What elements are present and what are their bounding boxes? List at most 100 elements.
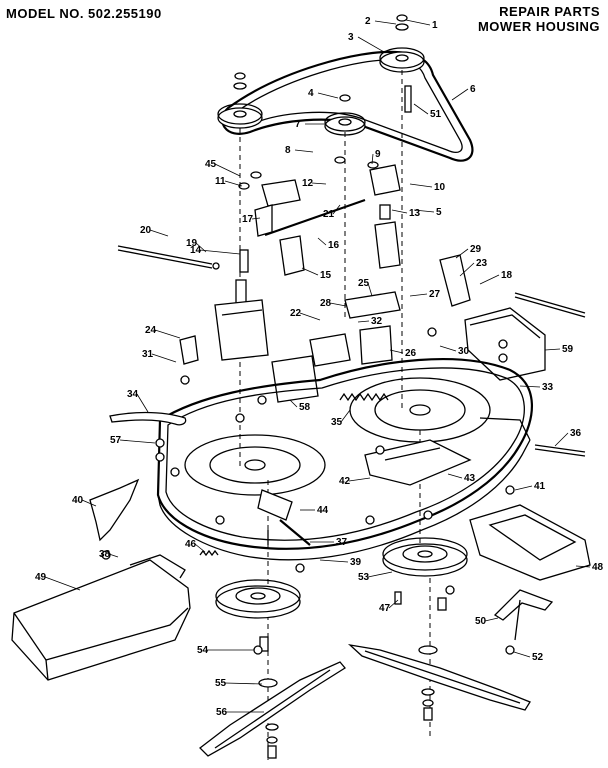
callout-leader-35 — [340, 409, 351, 423]
callout-leader-6 — [451, 88, 469, 101]
callout-19: 19 — [186, 238, 198, 249]
callout-leader-58 — [289, 399, 298, 408]
callout-6: 6 — [470, 84, 476, 95]
callout-33: 33 — [542, 382, 554, 393]
callout-leader-3 — [357, 36, 385, 53]
callout-58: 58 — [299, 402, 311, 413]
callout-leader-51 — [413, 103, 429, 115]
callout-leader-30 — [439, 345, 457, 352]
callout-leader-20 — [149, 229, 169, 237]
callout-leader-39 — [319, 559, 349, 563]
spindle-pulley-center — [324, 112, 366, 136]
hardware-top — [233, 14, 412, 190]
callout-50: 50 — [475, 616, 487, 627]
callout-35: 35 — [331, 417, 343, 428]
callout-30: 30 — [458, 346, 470, 357]
callout-leader-27 — [409, 293, 428, 297]
callout-leader-41 — [514, 485, 533, 491]
callout-leader-24 — [154, 329, 181, 339]
spindle-pulley-left — [217, 103, 263, 129]
callout-leader-17 — [251, 217, 261, 220]
callout-leader-25 — [367, 282, 373, 297]
callout-leader-16 — [317, 237, 327, 246]
callout-leader-34 — [136, 393, 149, 413]
callout-22: 22 — [290, 308, 302, 319]
callout-leader-19 — [195, 242, 207, 253]
callout-leader-55 — [224, 682, 263, 685]
callout-leader-42 — [348, 477, 371, 482]
callout-leader-38 — [108, 553, 119, 558]
blade-hardware — [258, 591, 447, 759]
callout-leader-31 — [151, 353, 177, 363]
callout-20: 20 — [140, 225, 152, 236]
callout-leader-15 — [301, 267, 319, 276]
callout-37: 37 — [336, 537, 348, 548]
bracket-34 — [271, 355, 319, 403]
callout-51: 51 — [430, 109, 442, 120]
callout-46: 46 — [185, 539, 197, 550]
callout-45: 45 — [205, 159, 217, 170]
callout-leader-29 — [455, 248, 469, 259]
callout-32: 32 — [371, 316, 383, 327]
callout-15: 15 — [320, 270, 332, 281]
bracket-48 — [493, 589, 554, 641]
callout-leader-32 — [357, 320, 370, 323]
callout-leader-10 — [409, 183, 433, 188]
callout-56: 56 — [216, 707, 228, 718]
callout-leader-36 — [554, 432, 569, 447]
callout-leader-12 — [311, 182, 327, 185]
callout-leader-22 — [299, 312, 321, 321]
callout-leader-53 — [367, 571, 393, 578]
callout-leader-59 — [544, 348, 561, 351]
pin-58 — [534, 444, 586, 457]
arm-40-42 — [257, 489, 311, 546]
callout-13: 13 — [409, 208, 421, 219]
bracket-22-24 — [179, 299, 269, 365]
callout-14: 14 — [190, 245, 202, 256]
callout-leader-28 — [329, 302, 347, 307]
callout-23: 23 — [476, 258, 488, 269]
callout-8: 8 — [285, 145, 291, 156]
blade-adapter-right — [382, 537, 468, 577]
callout-leader-1 — [405, 19, 431, 26]
callout-55: 55 — [215, 678, 227, 689]
callout-18: 18 — [501, 270, 513, 281]
callout-16: 16 — [328, 240, 340, 251]
callout-leader-4 — [317, 92, 339, 99]
callout-27: 27 — [429, 289, 441, 300]
callout-leader-11 — [224, 180, 243, 187]
blade-adapter-left — [215, 579, 301, 619]
callout-36: 36 — [570, 428, 582, 439]
callout-leader-13 — [391, 209, 408, 214]
callout-leader-18 — [479, 274, 500, 285]
callout-12: 12 — [302, 178, 314, 189]
callout-47: 47 — [379, 603, 391, 614]
callout-25: 25 — [358, 278, 370, 289]
bracket-28-32 — [309, 291, 401, 367]
callout-49: 49 — [35, 572, 47, 583]
callout-leader-52 — [513, 651, 531, 658]
small-hardware — [101, 327, 515, 655]
callout-59: 59 — [562, 344, 574, 355]
callout-57: 57 — [110, 435, 122, 446]
callout-3: 3 — [348, 32, 354, 43]
drive-belt — [221, 50, 474, 162]
callout-17: 17 — [242, 214, 254, 225]
callout-5: 5 — [436, 207, 442, 218]
callout-39: 39 — [350, 557, 362, 568]
callout-leader-21 — [332, 204, 341, 215]
bracket-46 — [469, 504, 591, 581]
callout-leader-33 — [519, 385, 541, 388]
callout-24: 24 — [145, 325, 157, 336]
strap-35 — [89, 411, 187, 542]
callout-leader-23 — [459, 262, 475, 277]
callout-43: 43 — [464, 473, 476, 484]
idler-arm-bracket — [235, 164, 401, 309]
callout-53: 53 — [358, 572, 370, 583]
callout-11: 11 — [215, 176, 226, 187]
callout-54: 54 — [197, 645, 209, 656]
callout-leader-5 — [413, 209, 435, 213]
